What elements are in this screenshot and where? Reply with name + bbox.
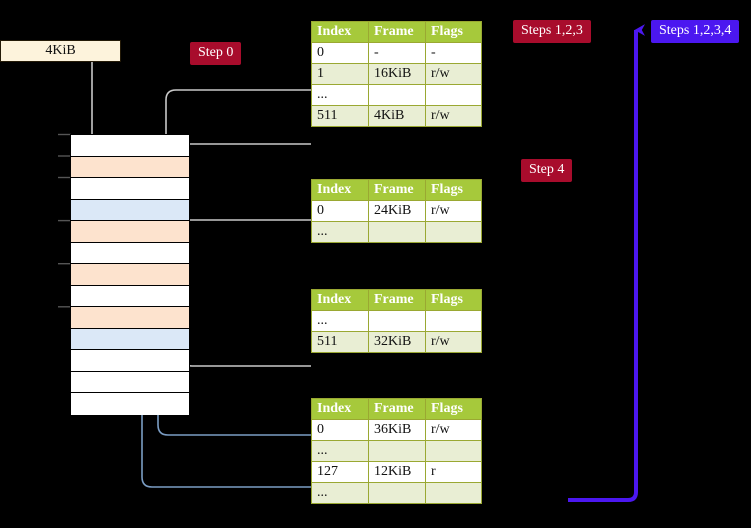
cell-index: 1	[311, 63, 369, 85]
memory-size-label: 4KiB	[0, 40, 121, 62]
cell-frame	[368, 482, 426, 504]
cell-flags: r/w	[425, 419, 482, 441]
cell-index: ...	[311, 221, 369, 243]
table-row: 0 36KiB r/w	[311, 419, 482, 441]
column-header-index: Index	[311, 179, 369, 201]
cell-index: 127	[311, 461, 369, 483]
cell-index: ...	[311, 84, 369, 106]
table-row: 511 32KiB r/w	[311, 331, 482, 353]
column-header-frame: Frame	[368, 21, 426, 43]
arrow-l3-to-memory	[179, 219, 311, 269]
cell-frame: -	[368, 42, 426, 64]
level1-page-table: Index Frame Flags 0 36KiB r/w ... 127 12…	[311, 398, 482, 504]
memory-row	[71, 264, 189, 286]
memory-row	[71, 350, 189, 372]
memory-row	[71, 199, 189, 222]
level4-page-table: Index Frame Flags 0 - - 1 16KiB r/w ... …	[311, 21, 482, 127]
memory-row	[71, 242, 189, 265]
steps-123-badge: Steps 1,2,3	[513, 20, 591, 43]
level3-page-table: Index Frame Flags 0 24KiB r/w ...	[311, 179, 482, 243]
table-header-row: Index Frame Flags	[311, 289, 482, 311]
column-header-frame: Frame	[368, 289, 426, 311]
cell-index: ...	[311, 310, 369, 332]
cell-frame: 16KiB	[368, 63, 426, 85]
arrow-steps-bracket	[568, 24, 645, 502]
memory-row	[71, 156, 189, 179]
table-header-row: Index Frame Flags	[311, 179, 482, 201]
cell-flags	[425, 221, 482, 243]
cell-frame: 32KiB	[368, 331, 426, 353]
cell-frame	[368, 84, 426, 106]
cell-flags: r/w	[425, 331, 482, 353]
cell-index: 511	[311, 105, 369, 127]
table-row: ...	[311, 310, 482, 332]
column-header-index: Index	[311, 398, 369, 420]
column-header-flags: Flags	[425, 179, 482, 201]
table-row: ...	[311, 482, 482, 504]
cell-flags: r	[425, 461, 482, 483]
table-row: ...	[311, 440, 482, 462]
cell-frame	[368, 221, 426, 243]
cell-flags	[425, 440, 482, 462]
arrow-l4-to-memory	[175, 143, 311, 164]
column-header-flags: Flags	[425, 21, 482, 43]
table-row: ...	[311, 84, 482, 106]
column-header-frame: Frame	[368, 179, 426, 201]
column-header-flags: Flags	[425, 398, 482, 420]
cell-flags	[425, 482, 482, 504]
cell-index: ...	[311, 482, 369, 504]
cell-flags: r/w	[425, 200, 482, 222]
cell-frame	[368, 440, 426, 462]
steps-1234-badge: Steps 1,2,3,4	[651, 20, 740, 43]
memory-row	[71, 371, 189, 394]
cell-flags	[425, 310, 482, 332]
table-row: 511 4KiB r/w	[311, 105, 482, 127]
memory-row	[71, 328, 189, 351]
memory-row	[71, 285, 189, 308]
cell-flags: r/w	[425, 63, 482, 85]
arrow-l2-to-memory	[181, 308, 311, 367]
cell-frame: 12KiB	[368, 461, 426, 483]
column-header-index: Index	[311, 289, 369, 311]
table-row: 0 - -	[311, 42, 482, 64]
cell-flags: -	[425, 42, 482, 64]
cell-flags: r/w	[425, 105, 482, 127]
step-0-badge: Step 0	[190, 42, 242, 65]
table-header-row: Index Frame Flags	[311, 398, 482, 420]
cell-index: 511	[311, 331, 369, 353]
cell-index: 0	[311, 200, 369, 222]
memory-row	[71, 135, 189, 157]
cell-index: 0	[311, 419, 369, 441]
table-row: ...	[311, 221, 482, 243]
cell-frame	[368, 310, 426, 332]
table-row: 1 16KiB r/w	[311, 63, 482, 85]
cell-flags	[425, 84, 482, 106]
memory-row	[71, 393, 189, 415]
column-header-flags: Flags	[425, 289, 482, 311]
cell-frame: 24KiB	[368, 200, 426, 222]
cell-frame: 36KiB	[368, 419, 426, 441]
step-4-badge: Step 4	[521, 159, 573, 182]
table-header-row: Index Frame Flags	[311, 21, 482, 43]
level2-page-table: Index Frame Flags ... 511 32KiB r/w	[311, 289, 482, 353]
memory-row	[71, 221, 189, 243]
memory-row	[71, 307, 189, 329]
cell-index: 0	[311, 42, 369, 64]
physical-memory-block	[70, 134, 190, 415]
memory-row	[71, 178, 189, 200]
cell-index: ...	[311, 440, 369, 462]
table-row: 127 12KiB r	[311, 461, 482, 483]
table-row: 0 24KiB r/w	[311, 200, 482, 222]
column-header-index: Index	[311, 21, 369, 43]
cell-frame: 4KiB	[368, 105, 426, 127]
column-header-frame: Frame	[368, 398, 426, 420]
